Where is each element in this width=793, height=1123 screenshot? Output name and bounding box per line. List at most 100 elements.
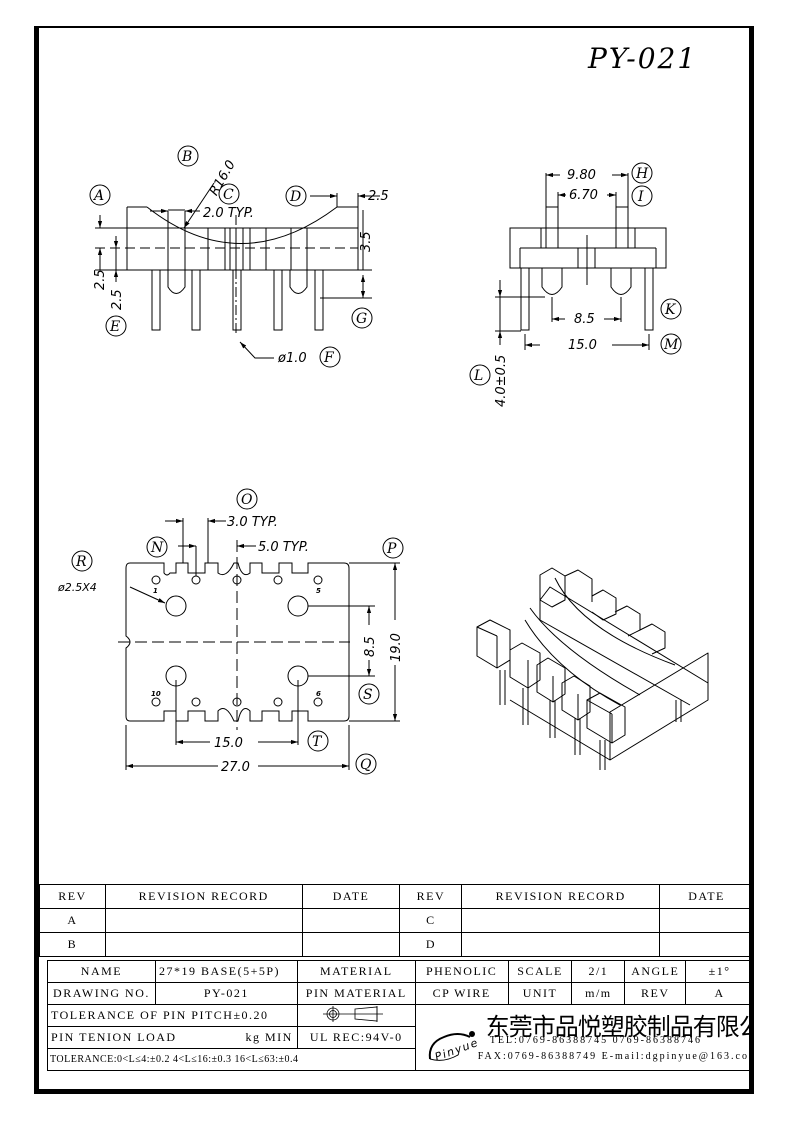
drawing-number: PY-021	[588, 42, 698, 75]
side-view	[89, 145, 380, 368]
end-view-labels: H I K L M 9.80 6.70 8.5 15.0 4.0±0.5	[473, 166, 679, 407]
date-cell	[659, 908, 754, 933]
rev-header: REV	[399, 884, 463, 909]
dim-slot-width: 2.0 TYP.	[203, 206, 254, 221]
dim-radius: R16.0	[207, 158, 239, 198]
revision-row: A C	[39, 908, 754, 933]
callout-k: K	[664, 302, 677, 318]
callout-f: F	[323, 350, 335, 366]
bottom-view	[71, 488, 404, 775]
revision-record-cell	[461, 908, 661, 933]
dim-height-right: 3.5	[359, 231, 374, 252]
dim-post-spacing: 8.5	[574, 312, 595, 327]
revision-header-row: REV REVISION RECORD DATE REV REVISION RE…	[39, 884, 754, 909]
callout-p: P	[386, 541, 397, 557]
rev-label: REV	[624, 982, 687, 1005]
callout-b: B	[181, 149, 192, 165]
rev-cell: C	[399, 908, 463, 933]
dim-hole-vertical: 8.5	[363, 636, 378, 657]
pinyue-logo-icon: Pinyue	[428, 1031, 480, 1064]
end-view	[469, 162, 682, 386]
material-value: PHENOLIC	[414, 960, 509, 983]
title-block: NAME 27*19 BASE(5+5P) MATERIAL PHENOLIC …	[47, 960, 755, 1071]
unit-label: UNIT	[507, 982, 573, 1005]
pin-tension-load: PIN TENION LOAD kg MIN	[47, 1026, 298, 1049]
rev-value: A	[685, 982, 754, 1005]
bottom-view-labels: O N P Q R S T 3.0 TYP. 5.0 TYP. ø2.5X4 8…	[57, 492, 404, 775]
callout-m: M	[663, 337, 679, 353]
callout-g: G	[356, 311, 367, 327]
side-view-labels: A B C D E F G R16.0 2.0 TYP. 2.5 3.5 2.5…	[92, 149, 389, 366]
date-cell	[301, 932, 401, 957]
pin-material-value: CP WIRE	[414, 982, 509, 1005]
drawing-no-label: DRAWING NO.	[47, 982, 156, 1005]
callout-o: O	[241, 492, 253, 508]
material-label: MATERIAL	[296, 960, 416, 983]
callout-r: R	[75, 554, 87, 570]
rev-cell: B	[39, 932, 106, 957]
company-tel: TEL:0769-86388745 0769-86388746	[489, 1035, 702, 1046]
dim-top-right: 2.5	[368, 189, 389, 204]
pin-number-1: 1	[153, 587, 158, 595]
callout-t: T	[312, 734, 323, 750]
third-angle-projection-icon	[323, 1005, 384, 1022]
revision-row: B D	[39, 932, 754, 957]
scale-value: 2/1	[571, 960, 626, 983]
revision-record-cell	[104, 932, 303, 957]
pin-material-label: PIN MATERIAL	[296, 982, 416, 1005]
dim-pin-pitch: 5.0 TYP.	[258, 540, 309, 555]
pin-number-6: 6	[316, 690, 321, 698]
name-value: 27*19 BASE(5+5P)	[154, 960, 298, 983]
dim-notch-width: 3.0 TYP.	[227, 515, 278, 530]
dim-height-left-outer: 2.5	[93, 269, 108, 290]
dim-pin-spacing: 15.0	[568, 338, 597, 353]
dim-pin-diameter: ø1.0	[277, 351, 307, 366]
date-cell	[301, 908, 401, 933]
projection-symbol	[296, 1004, 416, 1027]
date-header: DATE	[659, 884, 754, 909]
angle-label: ANGLE	[624, 960, 687, 983]
rev-cell: D	[399, 932, 463, 957]
drawing-frame	[34, 26, 754, 1094]
pin-tension-unit: kg MIN	[245, 1030, 293, 1044]
pin-pitch-tolerance: TOLERANCE OF PIN PITCH±0.20	[47, 1004, 298, 1027]
dim-width: 27.0	[221, 760, 250, 775]
logo-text: Pinyue	[433, 1036, 480, 1064]
dim-hole-horizontal: 15.0	[214, 736, 243, 751]
rev-cell: A	[39, 908, 106, 933]
drawing-no-value: PY-021	[154, 982, 298, 1005]
callout-s: S	[363, 687, 373, 703]
dim-height-left-inner: 2.5	[110, 289, 125, 310]
callout-q: Q	[360, 757, 372, 773]
dim-pin-length: 4.0±0.5	[494, 355, 509, 407]
dim-height: 19.0	[389, 633, 404, 662]
angle-value: ±1°	[685, 960, 754, 983]
dim-inner-width: 6.70	[569, 188, 598, 203]
callout-d: D	[289, 189, 301, 205]
isometric-view	[476, 567, 709, 770]
callout-i: I	[637, 189, 644, 205]
revision-record-header: REVISION RECORD	[104, 884, 303, 909]
date-cell	[659, 932, 754, 957]
tolerance-note: TOLERANCE:0<L≤4:±0.2 4<L≤16:±0.3 16<L≤63…	[47, 1048, 416, 1071]
revision-record-cell	[104, 908, 303, 933]
pin-number-5: 5	[316, 587, 321, 595]
revision-table: REV REVISION RECORD DATE REV REVISION RE…	[39, 884, 754, 957]
date-header: DATE	[301, 884, 401, 909]
callout-a: A	[92, 188, 104, 204]
company-fax: FAX:0769-86388749 E-mail:dgpinyue@163.co…	[477, 1051, 754, 1062]
pin-tension-label: PIN TENION LOAD	[51, 1030, 177, 1044]
unit-value: m/m	[571, 982, 626, 1005]
callout-c: C	[223, 187, 234, 203]
rev-header: REV	[39, 884, 106, 909]
technical-drawing: A B C D E F G R16.0 2.0 TYP. 2.5 3.5 2.5…	[57, 145, 709, 775]
revision-record-header: REVISION RECORD	[461, 884, 661, 909]
callout-l: L	[473, 368, 483, 384]
ul-rec: UL REC:94V-0	[296, 1026, 416, 1049]
revision-record-cell	[461, 932, 661, 957]
dim-hole-diameter: ø2.5X4	[57, 581, 97, 594]
callout-e: E	[109, 319, 120, 335]
scale-label: SCALE	[507, 960, 573, 983]
callout-h: H	[635, 166, 649, 182]
name-label: NAME	[47, 960, 156, 983]
